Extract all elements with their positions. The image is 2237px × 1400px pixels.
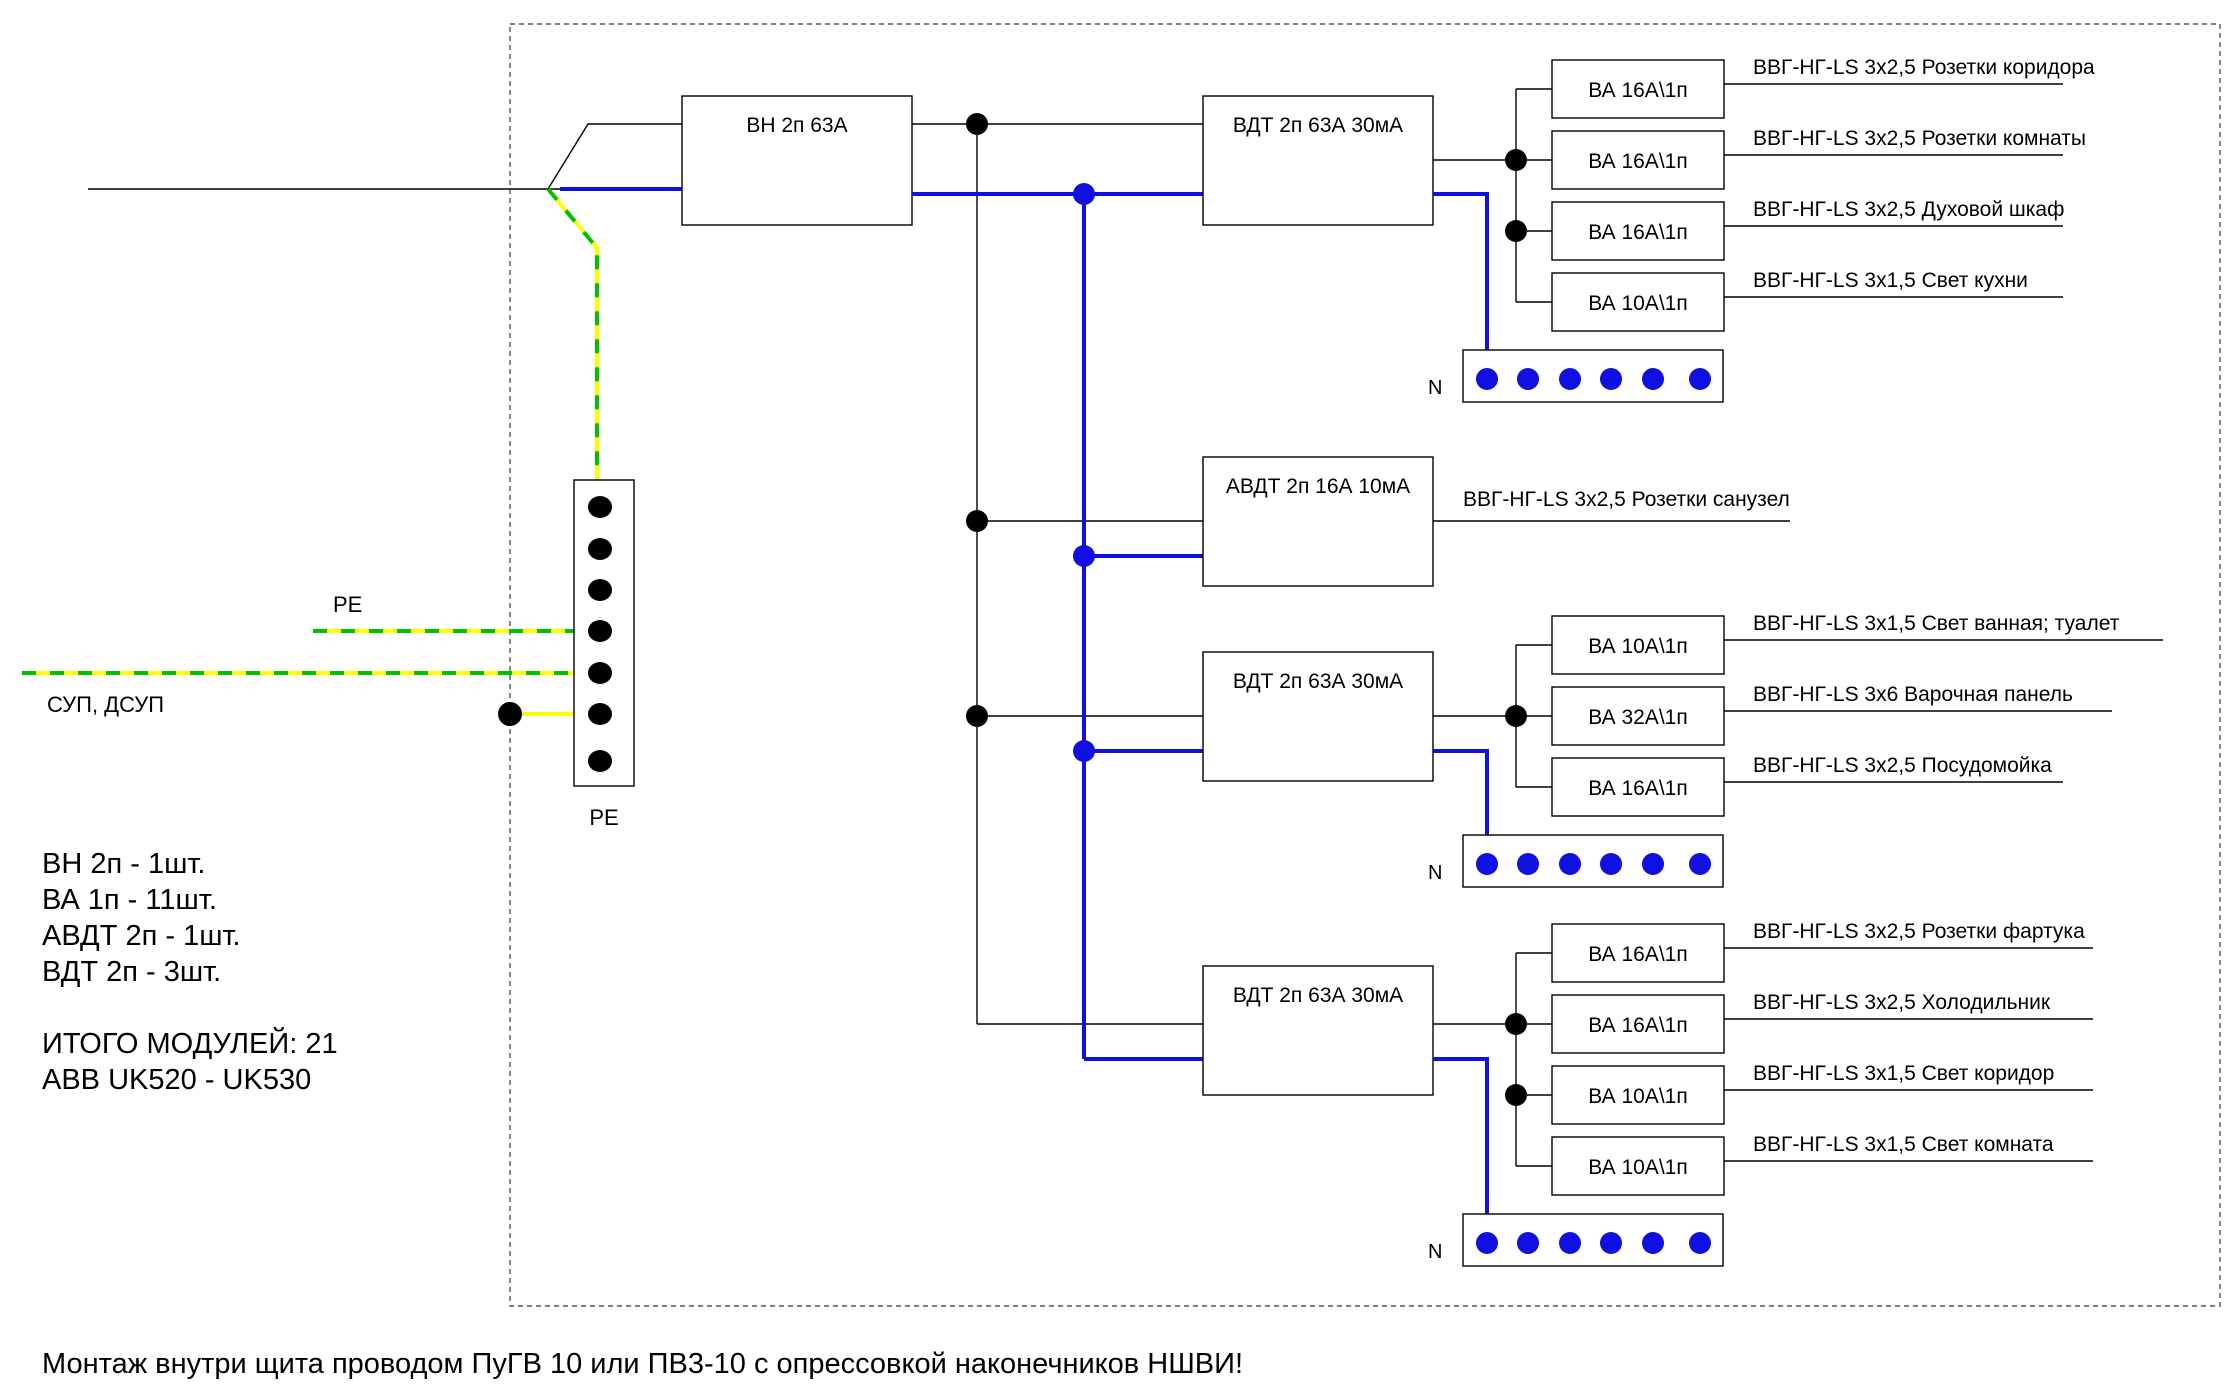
footer-note: Монтаж внутри щита проводом ПуГВ 10 или … [42, 1348, 1243, 1380]
cable-label: ВВГ-НГ-LS 3х2,5 Розетки фартука [1753, 920, 2085, 943]
breaker-label: ВА 10А\1п [1588, 292, 1687, 315]
cable-label: ВВГ-НГ-LS 3х2,5 Холодильник [1753, 991, 2051, 1014]
cable-label: ВВГ-НГ-LS 3х2,5 Духовой шкаф [1753, 198, 2064, 221]
group-1-breakers: ВА 16А\1п ВВГ-НГ-LS 3х2,5 Розетки коридо… [1516, 56, 2095, 332]
pe-bus-label: PE [589, 805, 618, 830]
circuit-breaker: ВА 32А\1п ВВГ-НГ-LS 3х6 Варочная панель [1516, 683, 2112, 746]
circuit-breaker: ВА 16А\1п ВВГ-НГ-LS 3х2,5 Холодильник [1516, 991, 2093, 1054]
neutral-label: N [1428, 862, 1442, 884]
cable-label: ВВГ-НГ-LS 3х1,5 Свет коридор [1753, 1062, 2054, 1085]
cable-label: ВВГ-НГ-LS 3х1,5 Свет комната [1753, 1133, 2054, 1156]
incoming-feed [88, 123, 682, 480]
breaker-label: ВА 10А\1п [1588, 635, 1687, 658]
main-switch: ВН 2п 63А [681, 95, 913, 226]
neutral-junction [1073, 740, 1095, 762]
cable-label: ВВГ-НГ-LS 3х2,5 Розетки коридора [1753, 56, 2095, 79]
cable-label: ВВГ-НГ-LS 3х6 Варочная панель [1753, 683, 2073, 706]
breaker-label: ВА 16А\1п [1588, 79, 1687, 102]
neutral-terminals [1476, 368, 1711, 390]
total-line: ABB UK520 - UK530 [42, 1064, 311, 1096]
rcd-label: ВДТ 2п 63А 30мА [1233, 984, 1403, 1007]
rcd-group-3: ВДТ 2п 63А 30мА N [1202, 953, 1724, 1267]
phase-bus [912, 113, 1203, 1025]
neutral-bus [912, 183, 1203, 1061]
rcd-group-2: ВДТ 2п 63А 30мА N [1202, 645, 1724, 888]
breaker-label: ВА 16А\1п [1588, 221, 1687, 244]
pe-junction [498, 702, 522, 726]
main-switch-label: ВН 2п 63А [746, 114, 847, 137]
circuit-breaker: ВА 10А\1п ВВГ-НГ-LS 3х1,5 Свет кухни [1516, 269, 2063, 332]
breaker-label: ВА 16А\1п [1588, 777, 1687, 800]
cable-label: ВВГ-НГ-LS 3х2,5 Розетки комнаты [1753, 127, 2086, 150]
circuit-breaker: ВА 16А\1п ВВГ-НГ-LS 3х2,5 Розетки коридо… [1516, 56, 2095, 119]
breaker-label: ВА 10А\1п [1588, 1156, 1687, 1179]
circuit-breaker: ВА 16А\1п ВВГ-НГ-LS 3х2,5 Розетки фартук… [1516, 920, 2093, 983]
neutral-junction [1073, 545, 1095, 567]
neutral-terminal-block [1462, 349, 1724, 403]
breaker-label: ВА 16А\1п [1588, 943, 1687, 966]
neutral-label: N [1428, 1241, 1442, 1263]
pe-section: PE СУП, ДСУП PE [22, 479, 635, 830]
phase-junction [966, 113, 988, 135]
neutral-label: N [1428, 377, 1442, 399]
cable-label: ВВГ-НГ-LS 3х2,5 Розетки санузел [1463, 488, 1790, 511]
breaker-label: ВА 10А\1п [1588, 1085, 1687, 1108]
pe-wire-label: PE [333, 592, 362, 617]
rcd-group-1: ВДТ 2п 63А 30мА N [1202, 89, 1724, 403]
circuit-breaker: ВА 10А\1п ВВГ-НГ-LS 3х1,5 Свет комната [1516, 1133, 2093, 1196]
total-line: ИТОГО МОДУЛЕЙ: 21 [42, 1026, 338, 1060]
circuit-breaker: ВА 10А\1п ВВГ-НГ-LS 3х1,5 Свет коридор [1516, 1062, 2093, 1125]
equipotential-label: СУП, ДСУП [47, 692, 164, 717]
enclosure-border [509, 23, 2221, 1307]
neutral-terminals [1476, 1232, 1711, 1254]
neutral-terminals [1476, 853, 1711, 875]
circuit-breaker: ВА 16А\1п ВВГ-НГ-LS 3х2,5 Посудомойка [1516, 754, 2063, 817]
rcd-label: ВДТ 2п 63А 30мА [1233, 670, 1403, 693]
cable-label: ВВГ-НГ-LS 3х1,5 Свет кухни [1753, 269, 2028, 292]
neutral-junction [1073, 183, 1095, 205]
cable-label: ВВГ-НГ-LS 3х1,5 Свет ванная; туалет [1753, 612, 2120, 635]
circuit-breaker: ВА 16А\1п ВВГ-НГ-LS 3х2,5 Розетки комнат… [1516, 127, 2086, 190]
breaker-label: ВА 16А\1п [1588, 150, 1687, 173]
neutral-terminal-block [1462, 1213, 1724, 1267]
phase-junction [966, 510, 988, 532]
breaker-label: ВА 16А\1п [1588, 1014, 1687, 1037]
breaker-label: ВА 32А\1п [1588, 706, 1687, 729]
summary-line: ВА 1п - 11шт. [42, 884, 217, 916]
summary-line: ВН 2п - 1шт. [42, 848, 205, 880]
group-3-breakers: ВА 16А\1п ВВГ-НГ-LS 3х2,5 Розетки фартук… [1516, 920, 2093, 1196]
group-2-breakers: ВА 10А\1п ВВГ-НГ-LS 3х1,5 Свет ванная; т… [1516, 612, 2163, 817]
summary-line: ВДТ 2п - 3шт. [42, 956, 221, 988]
circuit-breaker: ВА 16А\1п ВВГ-НГ-LS 3х2,5 Духовой шкаф [1516, 198, 2064, 261]
phase-junction [966, 705, 988, 727]
summary-line: АВДТ 2п - 1шт. [42, 920, 241, 952]
rcd-label: ВДТ 2п 63А 30мА [1233, 114, 1403, 137]
pe-terminals [588, 496, 612, 772]
rcbo: АВДТ 2п 16А 10мА ВВГ-НГ-LS 3х2,5 Розетки… [1202, 456, 1790, 587]
rcbo-label: АВДТ 2п 16А 10мА [1226, 475, 1410, 498]
circuit-breaker: ВА 10А\1п ВВГ-НГ-LS 3х1,5 Свет ванная; т… [1516, 612, 2163, 675]
neutral-terminal-block [1462, 834, 1724, 888]
cable-label: ВВГ-НГ-LS 3х2,5 Посудомойка [1753, 754, 2052, 777]
module-summary: ВН 2п - 1шт. ВА 1п - 11шт. АВДТ 2п - 1шт… [42, 848, 338, 1096]
